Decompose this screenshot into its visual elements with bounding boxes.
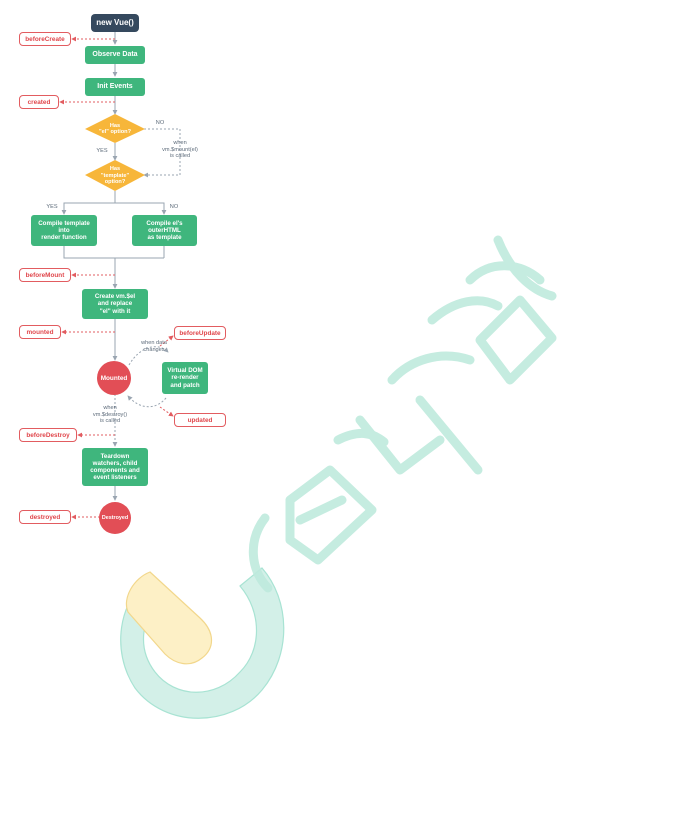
label-no-el: NO [155, 120, 165, 126]
watermark-calligraphy [248, 235, 557, 593]
hook-before-mount: beforeMount [19, 268, 71, 282]
hook-before-destroy: beforeDestroy [19, 428, 77, 442]
node-observe-data: Observe Data [85, 46, 145, 64]
label-yes-template: YES [46, 204, 58, 210]
node-teardown: Teardown watchers, child components and … [82, 448, 148, 486]
node-mounted-circle: Mounted [97, 361, 131, 395]
node-compile-el: Compile el's outerHTML as template [132, 215, 197, 246]
label-when-mount: when vm.$mount(el) is called [162, 140, 198, 160]
decision-has-el-label: Has "el" option? [98, 122, 132, 135]
edge-update-loop-top [128, 346, 169, 366]
label-when-destroy: when vm.$destroy() is called [92, 405, 128, 425]
edge-template-yes [61, 191, 116, 215]
hook-before-create: beforeCreate [19, 32, 71, 46]
hook-updated: updated [174, 413, 226, 427]
hook-destroyed: destroyed [19, 510, 71, 524]
decision-has-el [85, 114, 145, 143]
hook-created: created [19, 95, 59, 109]
hook-line-before-update [159, 335, 174, 347]
node-virtual-dom: Virtual DOM re-render and patch [162, 362, 208, 394]
node-compile-template: Compile template into render function [31, 215, 97, 246]
edge-update-loop-bottom [127, 395, 167, 408]
label-no-template: NO [169, 204, 179, 210]
watermark-u-teal [120, 567, 285, 719]
edge-no-el-mount [143, 128, 181, 178]
label-yes-el: YES [96, 148, 108, 154]
decision-has-template-label: Has "template" option? [100, 166, 130, 186]
edge-compile-create [63, 246, 118, 289]
edge-template-no [115, 202, 167, 215]
hook-line-updated [159, 406, 174, 417]
node-create-el: Create vm.$el and replace "el" with it [82, 289, 148, 319]
decision-has-template [85, 160, 145, 191]
label-when-data-changes: when data changes [141, 340, 167, 353]
node-destroyed-circle: Destroyed [99, 502, 131, 534]
node-new-vue: new Vue() [91, 14, 139, 32]
hook-before-update: beforeUpdate [174, 326, 226, 340]
hook-mounted: mounted [19, 325, 61, 339]
node-init-events: Init Events [85, 78, 145, 96]
watermark-u-yellow [125, 571, 213, 665]
